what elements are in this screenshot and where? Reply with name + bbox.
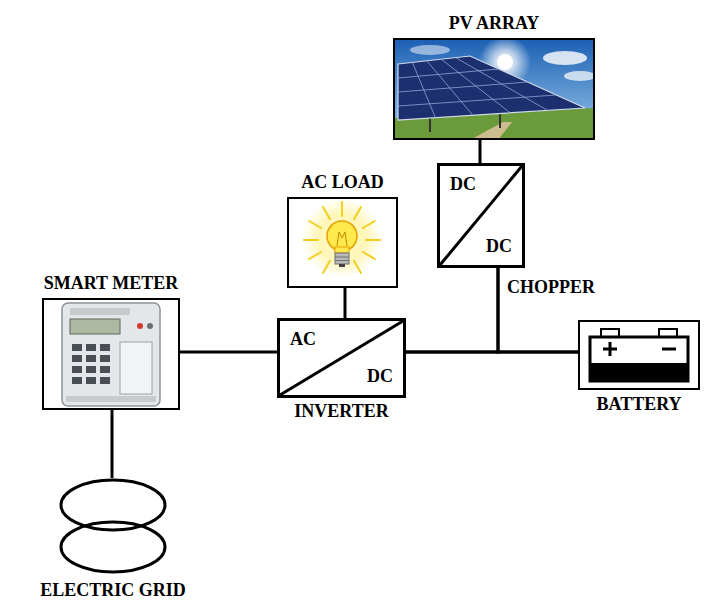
cloud bbox=[543, 51, 587, 65]
converter-box: DCDCCHOPPER bbox=[437, 163, 525, 268]
panel-grid bbox=[398, 58, 556, 118]
cloud bbox=[564, 71, 595, 81]
block-label: CHOPPER bbox=[507, 277, 595, 298]
pv-array-box: PV ARRAY bbox=[393, 38, 595, 140]
power-wire bbox=[406, 268, 498, 352]
load-box: AC LOAD bbox=[287, 197, 398, 288]
solar-panel bbox=[398, 56, 585, 120]
battery-box: BATTERY bbox=[578, 320, 700, 390]
power-wire bbox=[111, 410, 114, 478]
block-label: AC LOAD bbox=[301, 172, 384, 193]
panel-leg bbox=[429, 118, 431, 132]
diagonal-line bbox=[280, 321, 403, 395]
port-label: DC bbox=[367, 366, 393, 387]
solar-panel-photo bbox=[393, 38, 595, 140]
transformer-outline bbox=[58, 478, 168, 574]
transformer-coil bbox=[61, 522, 165, 572]
meter-box: SMART METER bbox=[42, 298, 180, 410]
transformer-symbol: ELECTRIC GRID bbox=[58, 478, 168, 574]
block-label: BATTERY bbox=[596, 394, 681, 415]
block-label: INVERTER bbox=[294, 401, 388, 422]
port-label: DC bbox=[486, 236, 512, 257]
cloud bbox=[410, 45, 450, 55]
diagonal-line bbox=[440, 166, 522, 265]
power-wire bbox=[479, 140, 482, 163]
converter-box: ACDCINVERTER bbox=[277, 318, 406, 398]
block-label: ELECTRIC GRID bbox=[40, 580, 186, 601]
sun bbox=[497, 54, 513, 70]
battery-icon bbox=[590, 329, 688, 381]
power-wire bbox=[180, 351, 277, 354]
power-wire bbox=[344, 288, 347, 318]
block-label: SMART METER bbox=[44, 273, 179, 294]
power-wire bbox=[406, 351, 578, 354]
block-label: PV ARRAY bbox=[449, 13, 540, 34]
port-label: DC bbox=[450, 174, 476, 195]
path bbox=[470, 122, 512, 140]
port-label: AC bbox=[290, 329, 316, 350]
panel-leg bbox=[499, 114, 501, 128]
light-bulb-icon bbox=[302, 198, 382, 278]
smart-meter-picture bbox=[62, 303, 160, 406]
